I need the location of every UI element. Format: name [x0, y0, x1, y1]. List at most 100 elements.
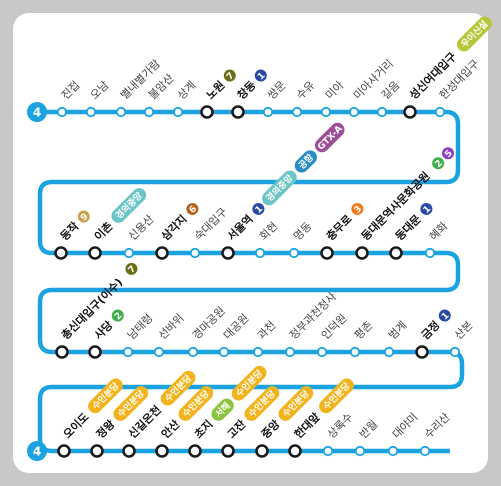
station-name: 초지 — [191, 417, 215, 441]
line-5-icon: 5 — [442, 147, 455, 160]
station-marker — [449, 346, 461, 358]
transfer-station-marker — [389, 246, 403, 260]
transfer-line-number: 1 — [254, 204, 266, 216]
station-name: 명동 — [291, 220, 315, 244]
station-marker — [123, 247, 135, 259]
line-7-icon: 7 — [223, 69, 237, 83]
station-marker — [262, 106, 274, 118]
transfer-line-name: 경의중앙 — [113, 189, 145, 221]
station-label-group: 미아 — [323, 79, 347, 103]
transfer-station-marker — [288, 444, 302, 458]
transfer-line-pill — [244, 386, 280, 421]
line-2-icon: 2 — [432, 157, 445, 171]
station-label-group: 창동1 — [234, 69, 268, 102]
station-label-group: 명동 — [291, 220, 315, 244]
station-name: 동작 — [57, 219, 81, 243]
line-badge-label: 4 — [33, 106, 41, 120]
transfer-station-marker — [221, 246, 235, 260]
station-label-group: 과천 — [254, 318, 278, 342]
transfer-line-circle — [223, 69, 236, 82]
station-name: 경마공원 — [190, 304, 228, 342]
station-name: 대공원 — [221, 311, 252, 342]
transfer-line-number: 2 — [433, 159, 445, 171]
station-marker — [153, 346, 165, 358]
transfer-station-marker — [155, 246, 169, 260]
station-label-group: 진접 — [59, 79, 83, 103]
transfer-station-marker — [57, 444, 71, 458]
line-6-icon: 6 — [186, 202, 199, 216]
line-1-icon: 1 — [254, 69, 268, 83]
station-label-group: 산본 — [452, 319, 476, 343]
transfer-line-pill — [319, 378, 354, 414]
station-name: 산본 — [452, 319, 476, 343]
transfer-line-name: 수인분당 — [233, 367, 265, 399]
transfer-line-name: 경의중앙 — [263, 172, 295, 204]
station-marker — [383, 346, 395, 358]
station-3-3[interactable]: 남태령 — [122, 311, 156, 358]
station-3-6[interactable]: 대공원 — [218, 311, 252, 358]
station-4-12[interactable]: 수리산 — [419, 410, 453, 457]
station-name: 한대앞 — [291, 410, 322, 441]
station-name: 수유 — [294, 79, 318, 103]
transfer-station-marker — [188, 444, 202, 458]
station-marker — [172, 106, 184, 118]
station-label-group: 상록수 — [325, 410, 356, 441]
station-marker — [376, 106, 388, 118]
transfer-line-number: 2 — [113, 311, 125, 323]
station-marker — [288, 247, 300, 259]
station-name: 동대문 — [392, 212, 423, 243]
station-3-9[interactable]: 인덕원 — [316, 311, 350, 358]
station-name: 수리산 — [422, 410, 453, 441]
station-label-group: 동작9 — [57, 210, 91, 243]
station-3-1[interactable]: 총신대입구(이수)7 — [55, 260, 141, 359]
line-1-icon: 1 — [438, 309, 452, 323]
transfer-line-number: 7 — [127, 264, 139, 276]
station-marker — [189, 247, 201, 259]
station-name: 안산 — [158, 417, 182, 441]
station-name: 범계 — [386, 319, 410, 343]
station-name: 길음 — [379, 79, 403, 103]
transfer-line-circle — [186, 202, 199, 215]
station-name: 미아 — [323, 79, 347, 103]
transfer-line-number: 1 — [440, 311, 452, 323]
transfer-line-number: 1 — [256, 71, 268, 83]
station-3-4[interactable]: 선바위 — [153, 311, 187, 358]
station-name: 신용산 — [126, 212, 157, 243]
station-name: 중앙 — [259, 418, 283, 442]
station-marker — [284, 346, 296, 358]
station-label-group: 쌍문 — [265, 79, 289, 103]
station-label-group: 남태령 — [125, 311, 156, 342]
station-marker — [387, 445, 399, 457]
station-name: 상록수 — [325, 410, 356, 441]
station-4-11[interactable]: 대야미 — [387, 410, 421, 457]
transfer-line-circle — [438, 309, 451, 322]
line-3-icon: 3 — [351, 202, 365, 216]
station-label-group: 반월 — [357, 418, 381, 442]
station-marker — [322, 445, 334, 457]
transfer-line-pill — [278, 386, 314, 421]
station-3-13[interactable]: 산본 — [449, 319, 476, 358]
station-label-group: 수유 — [294, 79, 318, 103]
transfer-line-pill — [262, 170, 297, 206]
transfer-line-circle — [442, 147, 455, 160]
transfer-line-circle — [111, 309, 124, 322]
transfer-station-marker — [255, 444, 269, 458]
station-name: 오남 — [88, 79, 112, 103]
station-2-3[interactable]: 신용산 — [123, 212, 157, 259]
station-4-9[interactable]: 상록수 — [322, 410, 356, 457]
transfer-line-number: 3 — [353, 204, 365, 216]
station-marker — [254, 247, 266, 259]
station-label-group: 선바위 — [156, 311, 187, 342]
transfer-line-pill — [294, 150, 317, 173]
station-marker — [320, 106, 332, 118]
station-name: 이촌 — [91, 219, 115, 243]
transfer-line-circle — [351, 202, 364, 215]
transfer-line-number: 7 — [225, 71, 237, 83]
station-name: 인덕원 — [319, 311, 350, 342]
station-name: 사당 — [91, 318, 115, 342]
station-marker — [434, 106, 446, 118]
line-pill-icon: 서해 — [211, 398, 234, 421]
transfer-station-marker — [122, 444, 136, 458]
